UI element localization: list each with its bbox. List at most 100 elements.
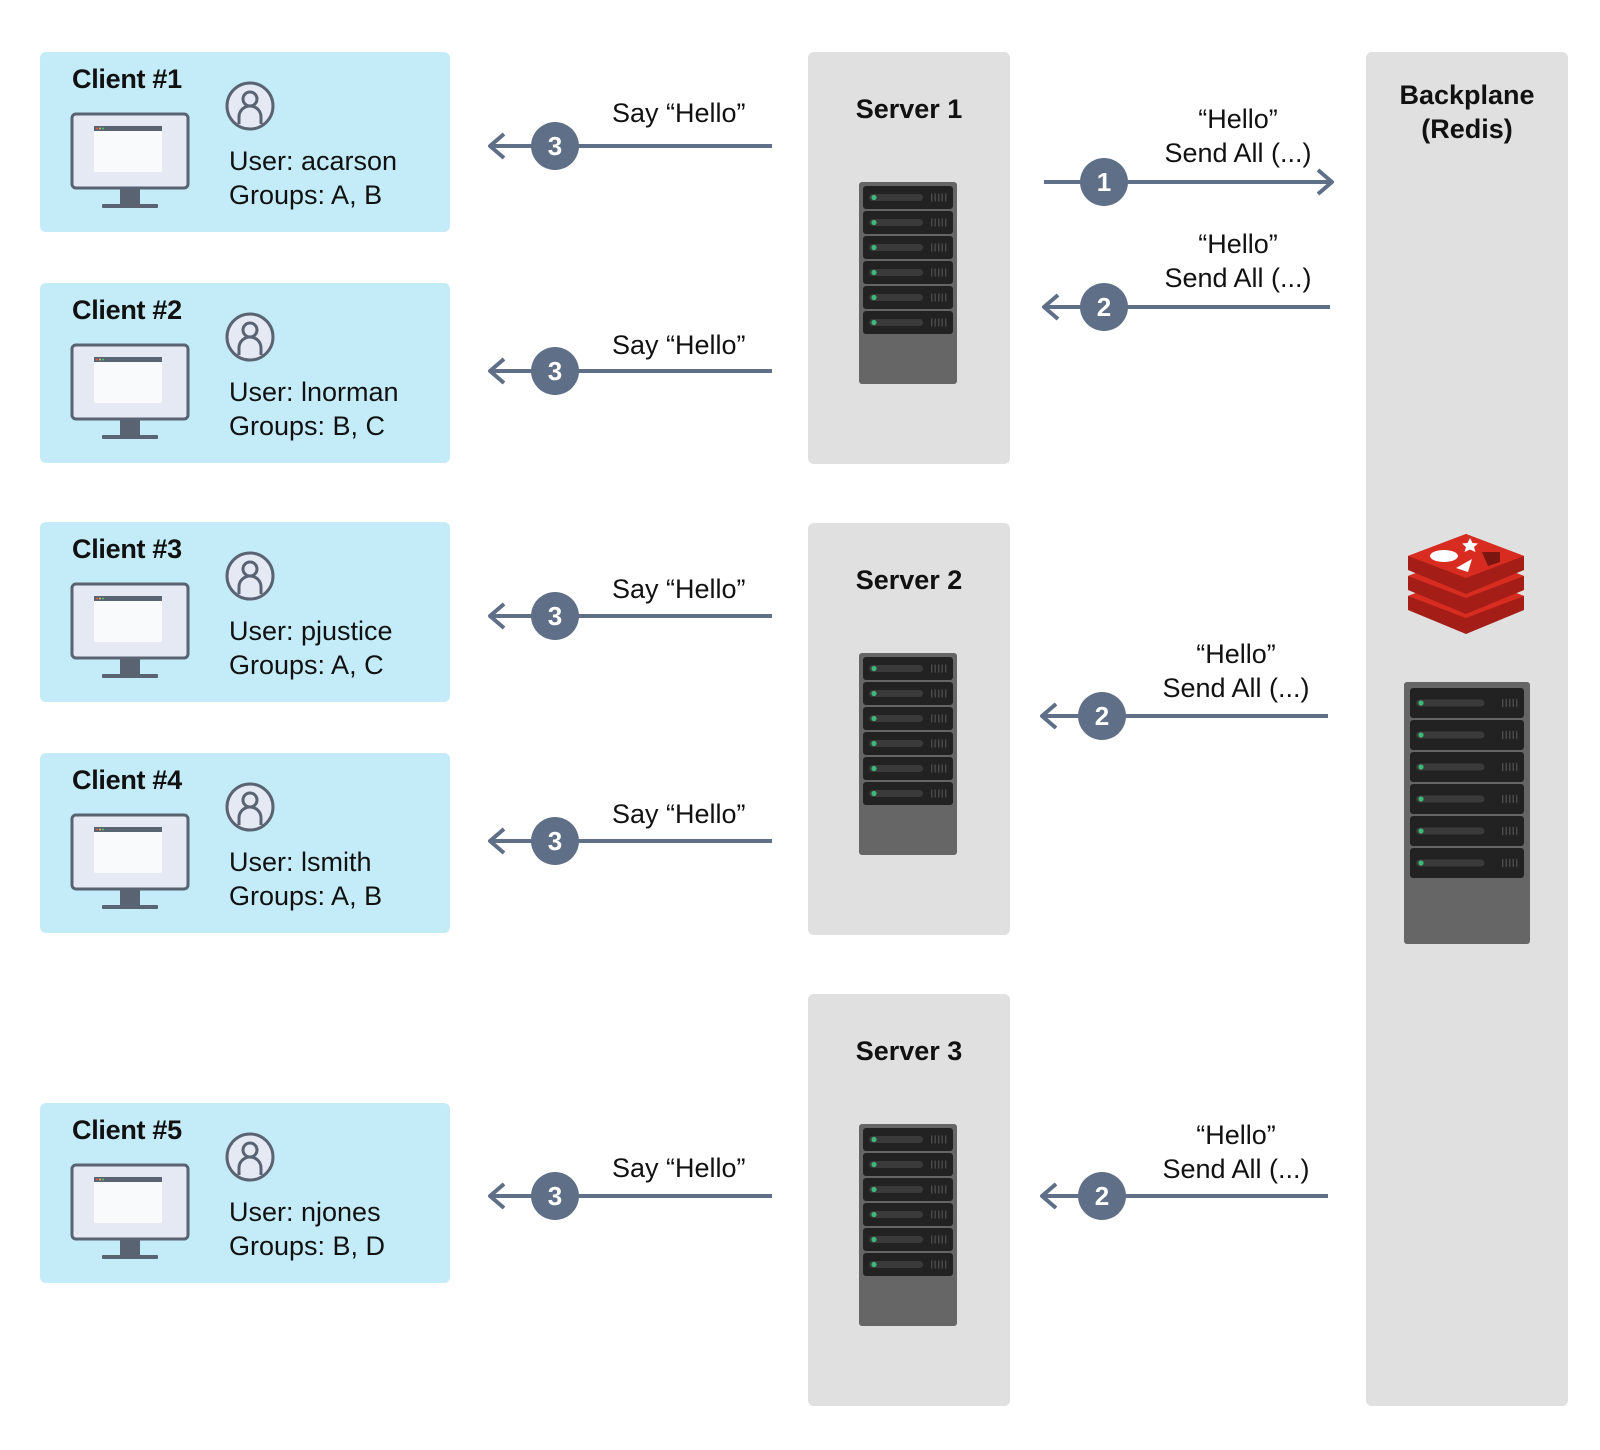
backplane-arrow-label-4: “Hello” Send All (...) xyxy=(1146,1118,1326,1186)
status-led xyxy=(871,269,877,276)
monitor-icon xyxy=(70,112,190,208)
status-led xyxy=(871,715,877,722)
label-line2: Send All (...) xyxy=(1162,1154,1310,1184)
rack-unit xyxy=(863,286,953,309)
rack-unit xyxy=(1410,720,1524,750)
client-user-info: User: pjustice Groups: A, C xyxy=(229,614,393,682)
status-led xyxy=(871,1161,877,1168)
backplane-redis: Backplane (Redis) xyxy=(1366,52,1568,1406)
status-led xyxy=(871,219,877,226)
client-username: User: lsmith xyxy=(229,847,372,877)
rack-unit xyxy=(863,261,953,284)
rack-unit xyxy=(863,1228,953,1251)
status-led xyxy=(871,740,877,747)
rack-unit xyxy=(863,1153,953,1176)
client-box-1: Client #1 User: acarson Groups: A, B xyxy=(40,52,450,232)
client-username: User: pjustice xyxy=(229,616,393,646)
step-number: 3 xyxy=(548,1181,562,1211)
client-groups: Groups: B, C xyxy=(229,411,386,441)
server-2: Server 2 xyxy=(808,523,1010,935)
client-user-info: User: acarson Groups: A, B xyxy=(229,144,397,212)
rack-unit xyxy=(1410,752,1524,782)
rack-unit xyxy=(863,782,953,805)
status-led xyxy=(871,665,877,672)
backplane-title-line2: (Redis) xyxy=(1421,114,1513,144)
server-title: Server 3 xyxy=(855,1036,963,1066)
client-username: User: acarson xyxy=(229,146,398,176)
label-line1: “Hello” xyxy=(1196,1120,1276,1150)
backplane-arrow-3: 2 xyxy=(1040,692,1328,740)
step-badge xyxy=(531,347,579,395)
server-rack-icon xyxy=(859,653,957,855)
rack-unit xyxy=(1410,816,1524,846)
status-led xyxy=(871,1261,877,1268)
rack-unit xyxy=(863,682,953,705)
client-box-4: Client #4 User: lsmith Groups: A, B xyxy=(40,753,450,933)
backplane-arrow-1: 1 xyxy=(1044,158,1334,206)
client-arrow-label-3: Say “Hello” xyxy=(612,574,746,604)
client-title: Client #2 xyxy=(72,295,182,325)
status-led xyxy=(871,1236,877,1243)
backplane-server-rack-icon xyxy=(1404,682,1530,944)
server-title: Server 1 xyxy=(855,94,963,124)
client-arrow-label-2: Say “Hello” xyxy=(612,330,746,360)
step-number: 2 xyxy=(1097,292,1111,322)
client-arrow-label-4: Say “Hello” xyxy=(612,799,746,829)
label-line1: “Hello” xyxy=(1196,639,1276,669)
client-arrow-label-1: Say “Hello” xyxy=(612,98,746,128)
status-led xyxy=(871,319,877,326)
backplane-arrow-2: 2 xyxy=(1042,283,1330,331)
label-line1: “Hello” xyxy=(1198,229,1278,259)
client-arrow-4: 3 xyxy=(488,817,772,865)
client-arrow-3: 3 xyxy=(488,592,772,640)
status-led xyxy=(871,294,877,301)
step-badge xyxy=(531,122,579,170)
client-groups: Groups: A, B xyxy=(229,881,383,911)
rack-unit xyxy=(863,186,953,209)
status-led xyxy=(871,244,877,251)
user-icon xyxy=(225,782,275,832)
backplane-arrow-label-1: “Hello” Send All (...) xyxy=(1148,102,1328,170)
status-led xyxy=(1418,700,1424,706)
rack-unit xyxy=(1410,784,1524,814)
monitor-icon xyxy=(70,813,190,909)
status-led xyxy=(1418,732,1424,738)
client-box-2: Client #2 User: lnorman Groups: B, C xyxy=(40,283,450,463)
step-badge xyxy=(531,1172,579,1220)
client-user-info: User: njones Groups: B, D xyxy=(229,1195,385,1263)
server-rack-icon xyxy=(859,182,957,384)
rack-unit xyxy=(863,311,953,334)
monitor-icon xyxy=(70,1163,190,1259)
rack-unit xyxy=(1410,848,1524,878)
rack-unit xyxy=(863,211,953,234)
server-rack-icon xyxy=(859,1124,957,1326)
backplane-title: Backplane (Redis) xyxy=(1366,78,1568,146)
client-user-info: User: lnorman Groups: B, C xyxy=(229,375,399,443)
label-line1: “Hello” xyxy=(1198,104,1278,134)
user-icon xyxy=(225,551,275,601)
rack-unit xyxy=(863,1128,953,1151)
redis-logo-icon xyxy=(1408,534,1524,634)
step-badge xyxy=(1080,283,1128,331)
rack-unit xyxy=(863,236,953,259)
step-number: 2 xyxy=(1095,701,1109,731)
status-led xyxy=(871,690,877,697)
rack-unit xyxy=(863,757,953,780)
client-box-3: Client #3 User: pjustice Groups: A, C xyxy=(40,522,450,702)
rack-unit xyxy=(863,1253,953,1276)
label-line2: Send All (...) xyxy=(1164,138,1312,168)
client-user-info: User: lsmith Groups: A, B xyxy=(229,845,382,913)
step-number: 1 xyxy=(1097,167,1111,197)
step-number: 2 xyxy=(1095,1181,1109,1211)
step-number: 3 xyxy=(548,131,562,161)
step-badge xyxy=(1080,158,1128,206)
client-box-5: Client #5 User: njones Groups: B, D xyxy=(40,1103,450,1283)
status-led xyxy=(1418,796,1424,802)
client-username: User: njones xyxy=(229,1197,381,1227)
status-led xyxy=(871,1211,877,1218)
client-title: Client #4 xyxy=(72,765,182,795)
rack-unit xyxy=(863,707,953,730)
user-icon xyxy=(225,1132,275,1182)
backplane-arrow-4: 2 xyxy=(1040,1172,1328,1220)
